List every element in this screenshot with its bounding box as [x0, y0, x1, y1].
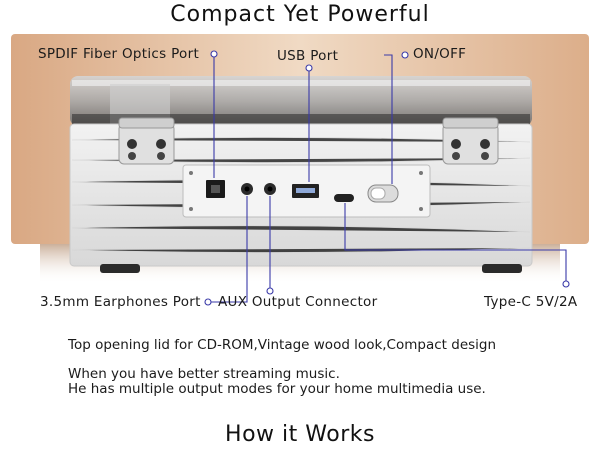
callout-line-typec — [344, 203, 567, 282]
callout-label-spdif: SPDIF Fiber Optics Port — [38, 46, 200, 62]
callout-label-earphones: 3.5mm Earphones Port — [40, 294, 201, 310]
right-hinge — [442, 117, 499, 165]
how-it-works-title: How it Works — [225, 422, 375, 447]
right-foot — [482, 264, 522, 273]
callout-label-aux: AUX Output Connector — [218, 294, 378, 310]
description-line-2: When you have better streaming music. — [68, 366, 340, 382]
left-foot — [100, 264, 140, 273]
description-line-3: He has multiple output modes for your ho… — [68, 381, 486, 397]
section-title: Compact Yet Powerful — [170, 2, 430, 27]
callout-label-typec: Type-C 5V/2A — [484, 294, 578, 310]
callout-label-onoff: ON/OFF — [413, 46, 467, 62]
transparent-lid — [70, 76, 532, 126]
left-hinge — [118, 117, 175, 165]
type-c-port — [334, 194, 354, 202]
callout-line-earphones — [211, 196, 248, 303]
callout-label-usb: USB Port — [277, 48, 339, 64]
callout-line-onoff — [384, 54, 393, 184]
description-line-1: Top opening lid for CD-ROM,Vintage wood … — [68, 337, 497, 353]
